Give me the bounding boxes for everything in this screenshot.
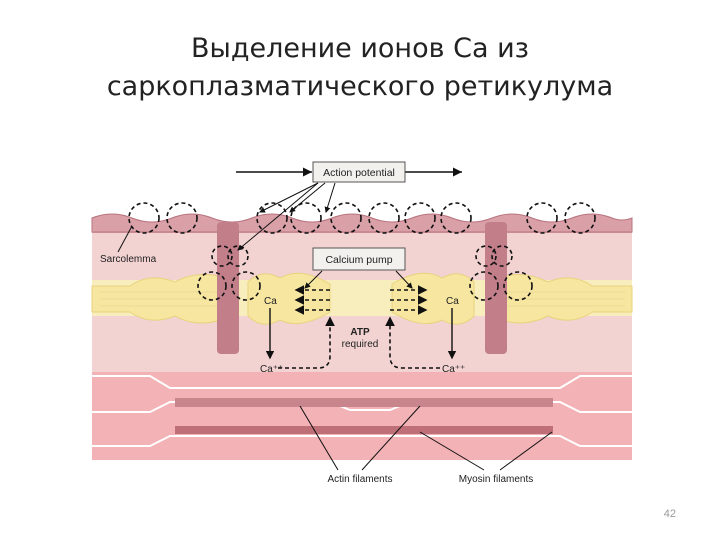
t-tubule-left	[217, 222, 239, 354]
calcium-pump-label: Calcium pump	[325, 254, 392, 266]
calcium-pump-flow	[278, 285, 440, 369]
ca-ion-label-right: Ca⁺⁺	[442, 364, 465, 375]
atp-label: ATP	[350, 327, 370, 338]
t-tubule-right	[485, 222, 507, 354]
myofibril	[92, 372, 632, 460]
action-potential-box	[312, 161, 406, 183]
slide-title: Выделение ионов Ca из саркоплазматическо…	[0, 30, 720, 106]
myosin-filament-bar	[175, 426, 553, 434]
atp-required-label: required	[342, 339, 379, 350]
action-potential-label: Action potential	[323, 167, 395, 179]
actin-filaments-label: Actin filaments	[327, 474, 392, 485]
ca-ion-label-left: Ca⁺⁺	[260, 364, 283, 375]
myosin-filaments-label: Myosin filaments	[459, 474, 533, 485]
sarcolemma-label: Sarcolemma	[100, 254, 157, 265]
ca-label-left: Ca	[264, 296, 277, 307]
title-line-2: саркоплазматического ретикулума	[106, 71, 614, 102]
page-number: 42	[663, 508, 676, 520]
title-line-1: Выделение ионов Ca из	[190, 33, 529, 64]
sarcolemma-membrane	[91, 213, 633, 233]
actin-filament-bar	[175, 398, 553, 407]
ca-label-right: Ca	[446, 296, 459, 307]
local-currents	[128, 202, 596, 301]
calcium-pump-box	[312, 247, 406, 271]
